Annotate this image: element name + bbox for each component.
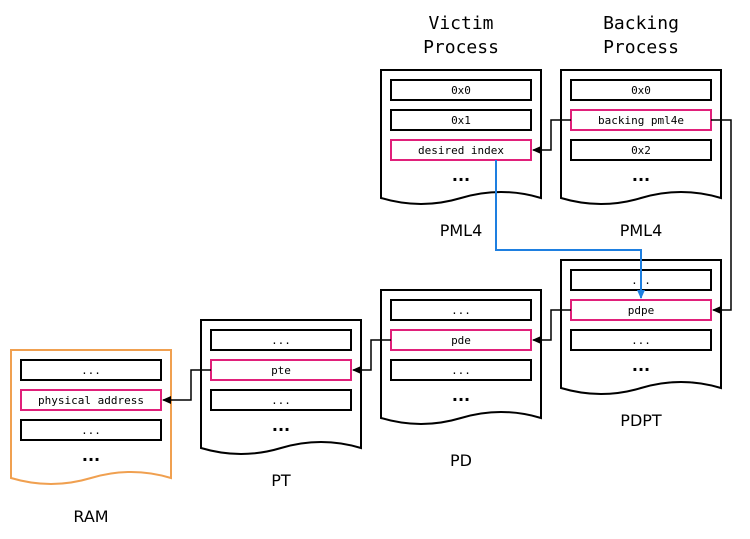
pte-label: pte <box>271 364 291 377</box>
pt-label: PT <box>271 471 291 490</box>
arrow-pdpe-to-pde <box>532 309 571 344</box>
backing-pml4-cell <box>570 79 712 101</box>
victim-pml4-label: PML4 <box>440 221 483 240</box>
victim-pml4-more: ... <box>452 166 470 185</box>
pd-table: ... pde ... ... PD <box>380 289 542 470</box>
victim-pml4-cell-label: 0x0 <box>451 84 471 97</box>
pd-label: PD <box>450 451 472 470</box>
pdpt-shape <box>560 259 722 395</box>
arrow-desired-index-to-pdpe <box>495 160 645 299</box>
ram-cell <box>20 359 162 381</box>
pd-cell <box>390 299 532 321</box>
backing-pml4-cell-label: 0x0 <box>631 84 651 97</box>
pdpt-label: PDPT <box>620 411 662 430</box>
victim-pml4-table: 0x0 0x1 desired index ... PML4 <box>380 69 542 240</box>
backing-pml4-label: PML4 <box>620 221 663 240</box>
victim-title-line1: Victim <box>428 13 493 34</box>
ram-cell <box>20 419 162 441</box>
victim-pml4-cell <box>390 109 532 131</box>
arrow-pde-to-pte <box>352 339 391 374</box>
backing-pml4-table: 0x0 backing pml4e 0x2 ... PML4 <box>560 69 722 240</box>
backing-title-line1: Backing <box>603 13 679 34</box>
arrow-backing-to-desired-index <box>532 119 571 154</box>
ram-table: ... physical address ... ... RAM <box>10 349 172 526</box>
pd-shape <box>380 289 542 425</box>
ram-shape <box>10 349 172 485</box>
pt-shape <box>200 319 362 455</box>
pdpt-cell <box>570 329 712 351</box>
ram-more: ... <box>82 446 100 465</box>
backing-title-line2: Process <box>603 37 679 58</box>
pde-label: pde <box>451 334 471 347</box>
pd-cell <box>390 359 532 381</box>
ram-cell-label: ... <box>81 364 101 377</box>
backing-pml4-shape <box>560 69 722 205</box>
pdpt-cell-label: ... <box>631 334 651 347</box>
pd-cell-label: ... <box>451 304 471 317</box>
victim-pml4-shape <box>380 69 542 205</box>
backing-pml4-cell <box>570 139 712 161</box>
ram-label: RAM <box>73 507 108 526</box>
pt-more: ... <box>272 416 290 435</box>
pd-more: ... <box>452 386 470 405</box>
arrow-backing-to-pdpe <box>711 119 732 314</box>
physical-address-label: physical address <box>38 394 144 407</box>
victim-title-line2: Process <box>423 37 499 58</box>
pdpe-label: pdpe <box>628 304 655 317</box>
victim-pml4-desired-index-cell <box>390 139 532 161</box>
pd-cell-label: ... <box>451 364 471 377</box>
victim-pml4-desired-index-label: desired index <box>418 144 504 157</box>
pt-cell <box>210 389 352 411</box>
backing-pml4e-label: backing pml4e <box>598 114 684 127</box>
victim-pml4-cell <box>390 79 532 101</box>
pt-cell <box>210 329 352 351</box>
physical-address-cell <box>20 389 162 411</box>
victim-pml4-cell-label: 0x1 <box>451 114 471 127</box>
pt-cell-label: ... <box>271 334 291 347</box>
pdpt-more: ... <box>632 356 650 375</box>
backing-pml4-cell-label: 0x2 <box>631 144 651 157</box>
ram-cell-label: ... <box>81 424 101 437</box>
arrow-pte-to-physical-address <box>162 369 211 404</box>
backing-pml4-more: ... <box>632 166 650 185</box>
pt-cell-label: ... <box>271 394 291 407</box>
pt-table: ... pte ... ... PT <box>200 319 362 490</box>
